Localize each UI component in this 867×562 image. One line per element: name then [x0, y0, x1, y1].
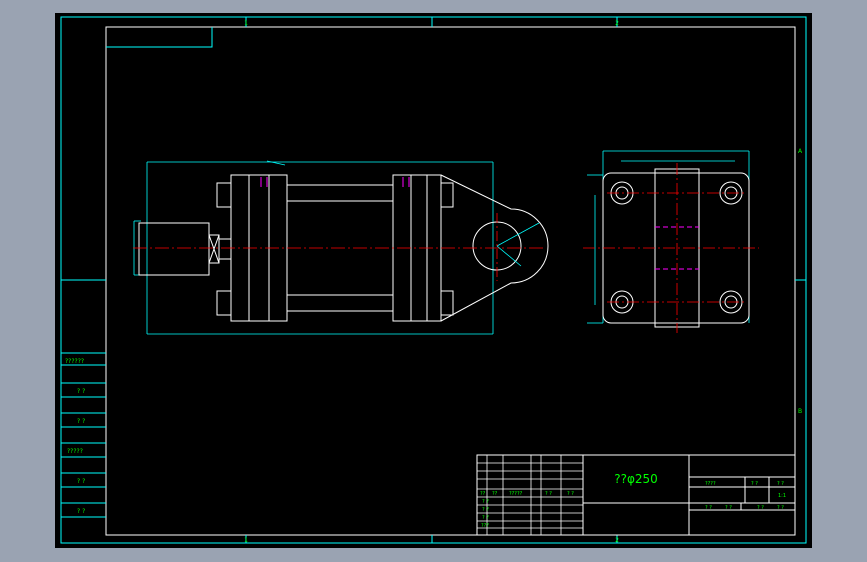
cad-drawing-svg: 1 2 1 2 A B ?????? ? ? ? ? ????? ? ? ? ? [60, 16, 807, 544]
tie-rod-top [286, 184, 394, 202]
tb-mid-2: ?? [492, 491, 498, 497]
front-nut-bottom [216, 290, 232, 316]
tie-bolts [610, 181, 743, 314]
side-view [583, 150, 759, 333]
tb-right-top-1: ???? [705, 481, 716, 487]
zone-mark-bottom-2: 2 [615, 537, 619, 544]
front-dimension-lines [133, 160, 494, 335]
rod-end-nut-cross-2 [208, 234, 220, 264]
rod-end-nut [208, 234, 220, 264]
side-dimension-lines [587, 150, 750, 324]
left-sidebar: ?????? ? ? ? ? ????? ? ? ? ? [61, 352, 106, 518]
sidebar-label-2: ? ? [77, 388, 85, 395]
zone-mark-right-a: A [798, 148, 803, 155]
clevis-radius-leader-2 [496, 245, 522, 267]
sidebar-label-1: ?????? [65, 358, 84, 365]
cad-drawing-area: 1 2 1 2 A B ?????? ? ? ? ? ????? ? ? ? ? [55, 13, 812, 548]
tb-right-bottom-2: ? ? [725, 505, 732, 511]
zone-mark-top-1: 1 [244, 20, 248, 27]
title-block: ??φ250 ?? ?? ????? ? ? ? ? ? ? ? ? ? ? ?… [476, 454, 796, 536]
tb-right-bottom-3: ? ? [757, 505, 764, 511]
tb-right-top-3: ? ? [777, 481, 784, 487]
zone-mark-top-2: 2 [615, 20, 619, 27]
tb-mid-4: ? ? [545, 491, 552, 497]
drawing-title: ??φ250 [614, 472, 658, 486]
tb-low-1: ? ? [482, 499, 489, 505]
front-ports [260, 177, 410, 187]
tb-mid-1: ?? [480, 491, 486, 497]
rod-end-block [138, 222, 210, 276]
tb-right-top-2: ? ? [751, 481, 758, 487]
drawing-number-box [106, 27, 213, 48]
rear-nut-bottom [440, 290, 454, 316]
zone-mark-right-b: B [798, 408, 802, 415]
tb-low-3: ? ? [482, 515, 489, 521]
zone-mark-bottom-1: 1 [244, 537, 248, 544]
tb-mid-3: ????? [509, 491, 523, 497]
tb-right-bottom-4: ? ? [777, 505, 784, 511]
sidebar-label-5: ? ? [77, 478, 85, 485]
rear-clevis [440, 174, 549, 322]
clevis-radius-leader [496, 222, 540, 247]
sidebar-label-3: ? ? [77, 418, 85, 425]
tb-scale: 1:1 [778, 493, 786, 499]
sidebar-label-4: ????? [67, 448, 83, 455]
tb-right-bottom-1: ? ? [705, 505, 712, 511]
rear-nut-top [440, 182, 454, 208]
outer-frame [60, 16, 807, 544]
side-centerlines [583, 163, 759, 333]
tb-low-2: ? ? [482, 507, 489, 513]
front-view [133, 160, 549, 335]
front-nut-top [216, 182, 232, 208]
side-hidden-lines [655, 226, 699, 270]
inner-border [105, 26, 796, 536]
tb-low-4: ??? [481, 523, 489, 529]
tb-mid-5: ? ? [567, 491, 574, 497]
tie-rod-bottom [286, 294, 394, 312]
sidebar-label-6: ? ? [77, 508, 85, 515]
zone-ticks [61, 17, 806, 543]
